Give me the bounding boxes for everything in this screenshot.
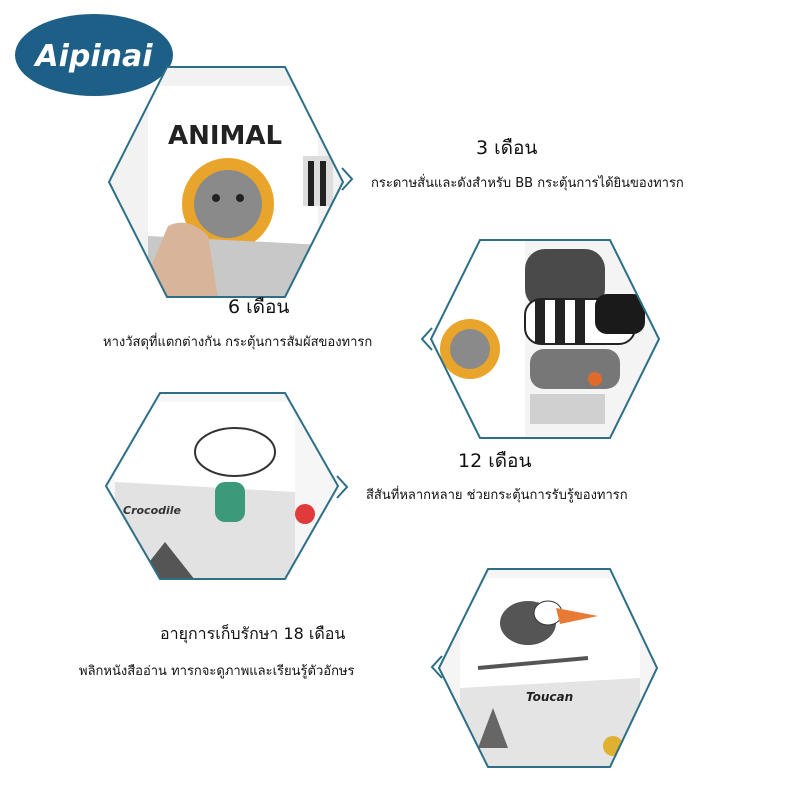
chevron-left-icon: [430, 655, 443, 679]
section-title-2: 6 เดือน: [228, 296, 290, 318]
product-image-2: [430, 239, 660, 439]
section-title-1: 3 เดือน: [476, 137, 538, 159]
book-title-text: ANIMAL: [168, 121, 282, 151]
section-desc-4: พลิกหนังสืออ่าน ทารกจะดูภาพและเรียนรู้ตั…: [79, 664, 355, 679]
product-image-1: ANIMAL: [108, 66, 344, 298]
section-title-4: อายุการเก็บรักษา 18 เดือน: [160, 624, 346, 643]
chevron-right-icon: [336, 475, 349, 499]
chevron-left-icon: [420, 327, 433, 351]
chevron-right-icon: [341, 167, 354, 191]
section-desc-2: หางวัสดุที่แตกต่างกัน กระตุ้นการสัมผัสขอ…: [103, 335, 373, 350]
brand-name: Aipinai: [33, 39, 153, 74]
product-image-3: Crocodile: [105, 392, 339, 580]
page-label-text: Crocodile: [123, 504, 182, 517]
crocodile-icon: [194, 427, 276, 477]
page-label-text: Toucan: [526, 690, 573, 704]
section-desc-3: สีสันที่หลากหลาย ช่วยกระตุ้นการรับรู้ของ…: [366, 488, 628, 503]
section-desc-1: กระดาษสั่นและดังสำหรับ BB กระตุ้นการได้ย…: [371, 176, 684, 191]
product-image-4: Toucan: [438, 568, 658, 768]
section-title-3: 12 เดือน: [458, 450, 532, 472]
plush-tail-icon: [525, 249, 605, 309]
brand-logo: Aipinai: [15, 14, 173, 96]
